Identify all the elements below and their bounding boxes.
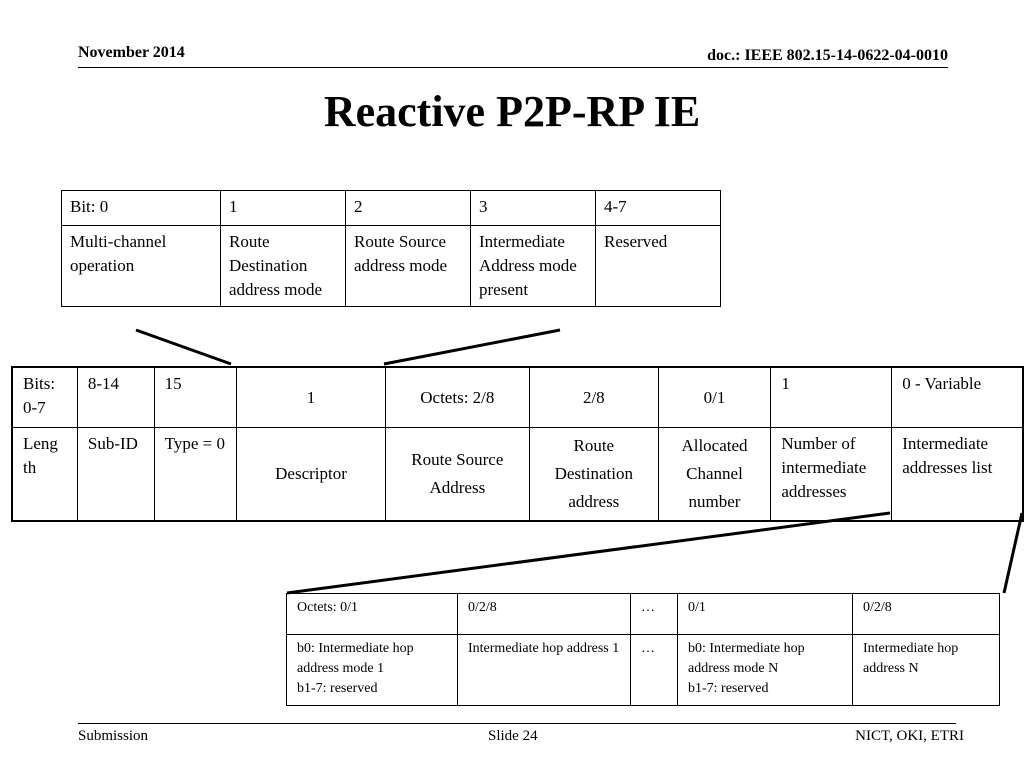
ie-field-cell: Number of intermediate addresses <box>770 427 893 522</box>
list-size-cell: 0/2/8 <box>852 593 1000 635</box>
ie-size-row: Bits: 0-7 8-14 15 1 Octets: 2/8 2/8 0/1 … <box>11 366 1024 428</box>
footer-slide-number: Slide 24 <box>488 728 538 744</box>
slide-title: Reactive P2P-RP IE <box>323 87 701 136</box>
connector-line <box>135 328 232 366</box>
header-divider <box>78 67 948 68</box>
ie-size-cell: Octets: 2/8 <box>384 366 530 428</box>
ie-field-cell: Leng th <box>11 427 78 522</box>
bit-field-cell: Multi-channel operation <box>61 225 221 307</box>
ie-size-cell: 8-14 <box>76 366 155 428</box>
ie-field-cell: Sub-ID <box>76 427 155 522</box>
bit-field-table: Bit: 0 1 2 3 4-7 Multi-channel operation… <box>61 190 721 307</box>
ie-field-cell: Descriptor <box>236 427 386 522</box>
footer-submission: Submission <box>78 728 149 744</box>
ie-field-cell: Intermediate addresses list <box>891 427 1024 522</box>
header-doc-id: doc.: IEEE 802.15-14-0622-04-0010 <box>707 47 948 64</box>
connector-line <box>1002 512 1024 594</box>
bit-field-cell: Route Destination address mode <box>220 225 346 307</box>
ie-size-cell: 15 <box>153 366 238 428</box>
footer-authors: NICT, OKI, ETRI <box>855 728 964 744</box>
ie-size-cell: 0 - Variable <box>891 366 1024 428</box>
ie-size-cell: 0/1 <box>657 366 772 428</box>
bit-cell: Bit: 0 <box>61 190 221 226</box>
list-field-cell: Intermediate hop address 1 <box>457 634 631 706</box>
intermediate-list-table: Octets: 0/1 0/2/8 … 0/1 0/2/8 b0: Interm… <box>286 593 1000 706</box>
ie-field-cell: Type = 0 <box>153 427 238 522</box>
ie-size-cell: Bits: 0-7 <box>11 366 78 428</box>
ie-format-table: Bits: 0-7 8-14 15 1 Octets: 2/8 2/8 0/1 … <box>11 366 1024 522</box>
ie-field-row: Leng th Sub-ID Type = 0 Descriptor Route… <box>11 427 1024 522</box>
list-size-cell: … <box>630 593 678 635</box>
list-field-row: b0: Intermediate hop address mode 1 b1-7… <box>286 634 1000 706</box>
list-field-cell: b0: Intermediate hop address mode N b1-7… <box>677 634 853 706</box>
list-field-cell: Intermediate hop address N <box>852 634 1000 706</box>
bit-cell: 4-7 <box>595 190 721 226</box>
ie-size-cell: 2/8 <box>528 366 659 428</box>
bit-field-cell: Route Source address mode <box>345 225 471 307</box>
ie-size-cell: 1 <box>236 366 386 428</box>
connector-line <box>286 511 891 595</box>
ie-size-cell: 1 <box>770 366 893 428</box>
list-size-cell: 0/2/8 <box>457 593 631 635</box>
ie-field-cell: Allocated Channel number <box>657 427 772 522</box>
ie-field-cell: Route Source Address <box>384 427 530 522</box>
bit-field-cell: Reserved <box>595 225 721 307</box>
header-date: November 2014 <box>78 44 185 61</box>
list-field-cell: b0: Intermediate hop address mode 1 b1-7… <box>286 634 458 706</box>
ie-field-cell: Route Destination address <box>528 427 659 522</box>
bit-field-row: Multi-channel operation Route Destinatio… <box>61 225 721 307</box>
list-field-cell: … <box>630 634 678 706</box>
bit-field-cell: Intermediate Address mode present <box>470 225 596 307</box>
footer-divider <box>78 723 956 724</box>
connector-line <box>383 328 561 366</box>
